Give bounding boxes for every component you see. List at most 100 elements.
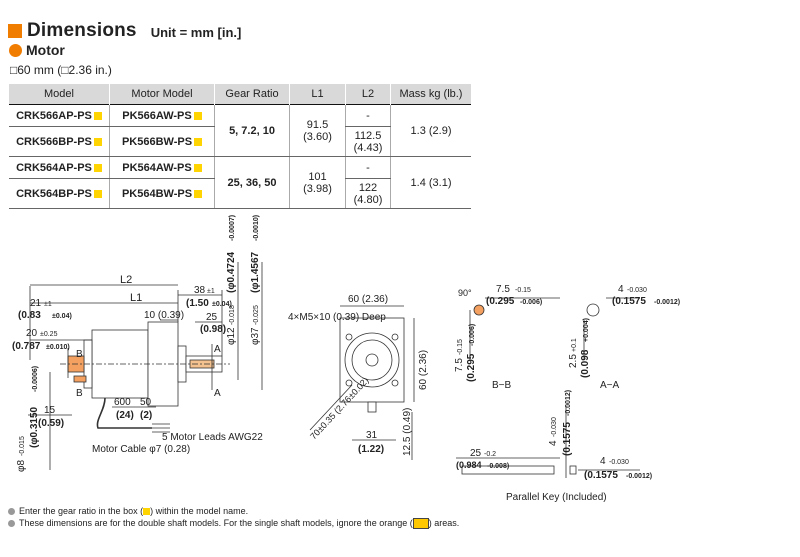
motor-cable-label: Motor Cable φ7 (0.28) <box>92 444 190 455</box>
dim-height-60: 60 (2.36) <box>418 350 429 390</box>
l2-cell: - <box>345 104 391 127</box>
dim-21-tol: ±1 <box>44 301 52 308</box>
subsection-title: Motor <box>26 42 65 58</box>
table-row: CRK566AP-PS PK566AW-PS 5, 7.2, 10 91.5(3… <box>9 104 471 157</box>
l2-cell: 122(4.80) <box>345 178 391 209</box>
bb-angle: 90° <box>458 288 472 298</box>
table-row: CRK564BP-PS PK564BW-PS 122(4.80) <box>9 178 471 209</box>
key-hdim-4: 4 <box>600 456 606 467</box>
dim-phi37-in-tol: -0.0010) <box>253 215 260 241</box>
dim-20: 20 <box>26 328 38 339</box>
mass-cell: 1.3 (2.9) <box>390 104 471 157</box>
page-title: Dimensions <box>27 20 137 41</box>
bb-vdim-7-5: 7.5 <box>454 358 465 372</box>
yellow-box-icon <box>194 189 203 198</box>
motor-cell: PK564AW-PS <box>109 156 215 179</box>
dim-38: 38 <box>194 285 206 296</box>
section-label-b: B <box>76 388 83 399</box>
aa-dim-4: 4 <box>618 284 624 295</box>
key-vdim-in: (0.1575 <box>562 422 573 456</box>
mount-hole-label: 4×M5×10 (0.39) Deep <box>288 312 386 323</box>
mount-hole <box>345 379 353 387</box>
key-dim-25: 25 <box>470 448 482 459</box>
dim-pcd: 70±0.35 (2.76±0.02) <box>308 375 371 441</box>
shaft-circle <box>365 353 379 367</box>
dim-10: 10 (0.39) <box>144 310 184 321</box>
key-dim-25-tol: -0.2 <box>484 451 496 458</box>
orange-square-icon <box>8 24 22 38</box>
dim-L1: L1 <box>130 292 142 304</box>
motor-cell: PK566BW-PS <box>109 126 215 157</box>
key-side-view <box>461 465 555 475</box>
dim-50: 50 <box>140 397 152 408</box>
bb-dim-7-5: 7.5 <box>496 284 510 295</box>
table-header-row: Model Motor Model Gear Ratio L1 L2 Mass … <box>9 84 471 105</box>
model-cell: CRK564BP-PS <box>9 178 110 209</box>
mount-hole <box>391 379 399 387</box>
mass-cell: 1.4 (3.1) <box>390 156 471 209</box>
boss-circle <box>351 339 393 381</box>
yellow-box-icon <box>143 507 151 515</box>
section-label-a: A <box>214 388 221 399</box>
l1-cell: 91.5(3.60) <box>289 104 346 157</box>
bb-dim-7-5-in-tol: -0.006) <box>520 299 542 306</box>
dim-20-in-tol: ±0.010) <box>46 344 70 351</box>
aa-dim-4-in: (0.1575 <box>612 296 646 307</box>
unit-label: Unit = mm [in.] <box>150 25 242 40</box>
aa-vdim-in-tol: +0.004) <box>583 318 590 342</box>
dim-phi8-in-tol: -0.0006) <box>32 366 39 392</box>
dim-21: 21 <box>30 298 42 309</box>
section-label-b: B <box>76 349 83 360</box>
bb-vdim-in: (0.295 <box>466 353 477 382</box>
bb-section <box>473 304 485 316</box>
aa-dim-4-in-tol: -0.0012) <box>654 299 680 306</box>
dim-15: 15 <box>44 405 56 416</box>
dim-phi37-tol: -0.025 <box>253 305 260 325</box>
dim-25-in: (0.98) <box>200 324 226 335</box>
square-symbol-icon: □ <box>10 63 18 77</box>
dim-phi12: φ12 <box>226 327 237 345</box>
dim-38-in-tol: ±0.04) <box>212 301 232 308</box>
dim-600: 600 <box>114 397 131 408</box>
cable-stub <box>367 401 377 413</box>
motor-leads-label: 5 Motor Leads AWG22 <box>162 432 263 443</box>
dim-21-in-tol: ±0.04) <box>52 313 72 320</box>
mount-hole <box>391 333 399 341</box>
aa-vdim-2-5: 2.5 <box>568 354 579 368</box>
dim-width-60: 60 (2.36) <box>348 294 388 305</box>
dim-31-in: (1.22) <box>358 444 384 455</box>
key-end-view <box>569 465 577 475</box>
dim-phi37-in: (φ1.4567 <box>250 251 261 293</box>
col-header: L2 <box>345 84 391 105</box>
key-vdim-4-tol: -0.030 <box>551 417 558 437</box>
key-dim-25-in-tol: -0.008) <box>487 463 509 470</box>
aa-section <box>586 303 600 317</box>
col-header: Gear Ratio <box>214 84 290 105</box>
dim-phi12-in-tol: -0.0007) <box>229 215 236 241</box>
dim-phi8: φ8 <box>16 460 27 472</box>
footnote-1: Enter the gear ratio in the box () withi… <box>8 505 459 517</box>
dim-phi12-in: (φ0.4724 <box>226 251 237 293</box>
footnotes: Enter the gear ratio in the box () withi… <box>8 505 459 529</box>
bb-vdim-in-tol: -0.006) <box>469 324 476 346</box>
col-header: Mass kg (lb.) <box>390 84 471 105</box>
spec-table: Model Motor Model Gear Ratio L1 L2 Mass … <box>9 84 471 209</box>
col-header: L1 <box>289 84 346 105</box>
key-hdim-4-tol: -0.030 <box>609 459 629 466</box>
table-row: CRK564AP-PS PK564AW-PS 25, 36, 50 101(3.… <box>9 156 471 209</box>
dim-phi37: φ37 <box>250 327 261 345</box>
gear-cell: 25, 36, 50 <box>214 156 290 209</box>
orange-dot-icon <box>9 43 22 57</box>
key-vdim-4: 4 <box>548 440 559 446</box>
orange-box-icon <box>412 517 429 529</box>
bb-dim-7-5-tol: -0.15 <box>515 287 531 294</box>
gear-cell: 5, 7.2, 10 <box>214 104 290 157</box>
yellow-box-icon <box>193 163 202 172</box>
mount-hole <box>345 333 353 341</box>
yellow-box-icon <box>93 189 102 198</box>
bb-vdim-7-5-tol: -0.15 <box>457 339 464 355</box>
yellow-box-icon <box>193 111 202 120</box>
section-header: Dimensions Unit = mm [in.] <box>8 20 241 42</box>
subsection-header: Motor <box>9 42 65 58</box>
